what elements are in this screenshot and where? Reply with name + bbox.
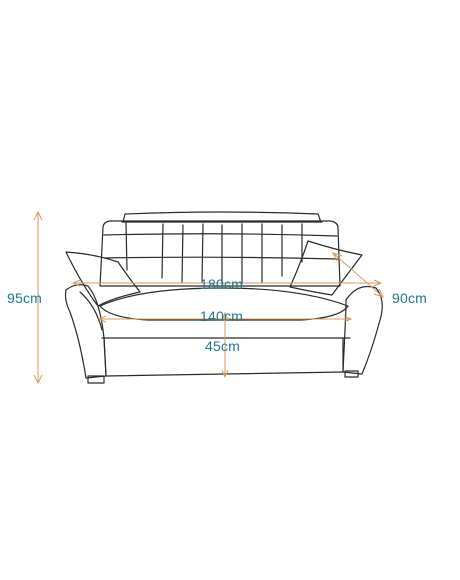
tuft-row-2 [103,256,339,260]
sofa-seat-front [99,305,349,321]
seat-height-arrow-bottom [221,369,229,379]
seat-height-label: 45cm [205,338,241,354]
tuft-line-2 [161,223,164,279]
seat-width-label: 140cm [200,308,244,324]
sofa-back-top [122,211,322,223]
sofa-foot-right [344,370,359,378]
width-label: 180cm [200,276,244,292]
depth-dimension-line [332,252,384,298]
depth-arrow-start [332,252,343,262]
sofa-seat-cushion [99,287,349,307]
depth-arrow-end [373,288,384,298]
tuft-line-3 [181,224,184,283]
sofa-right-arm [342,285,383,375]
sofa-foot-left [87,375,105,384]
depth-label: 90cm [392,290,428,306]
tuft-line-4 [201,223,204,283]
width-arrow-right [373,279,383,287]
seat-height-arrow-top [221,311,229,321]
pillow-right [289,240,363,296]
tuft-line-1 [125,222,128,271]
pillow-left [65,251,141,307]
seat-width-arrow-right [343,315,353,323]
height-arrow-top [33,210,43,221]
tuft-row-1 [103,233,338,237]
seat-width-arrow-left [97,315,107,323]
sofa-left-arm-inner [79,291,103,331]
sofa-back-cushions [99,220,341,287]
height-label: 95cm [7,290,43,306]
height-arrow-bottom [33,374,43,385]
width-arrow-left [71,279,81,287]
sofa-left-arm [64,284,107,379]
